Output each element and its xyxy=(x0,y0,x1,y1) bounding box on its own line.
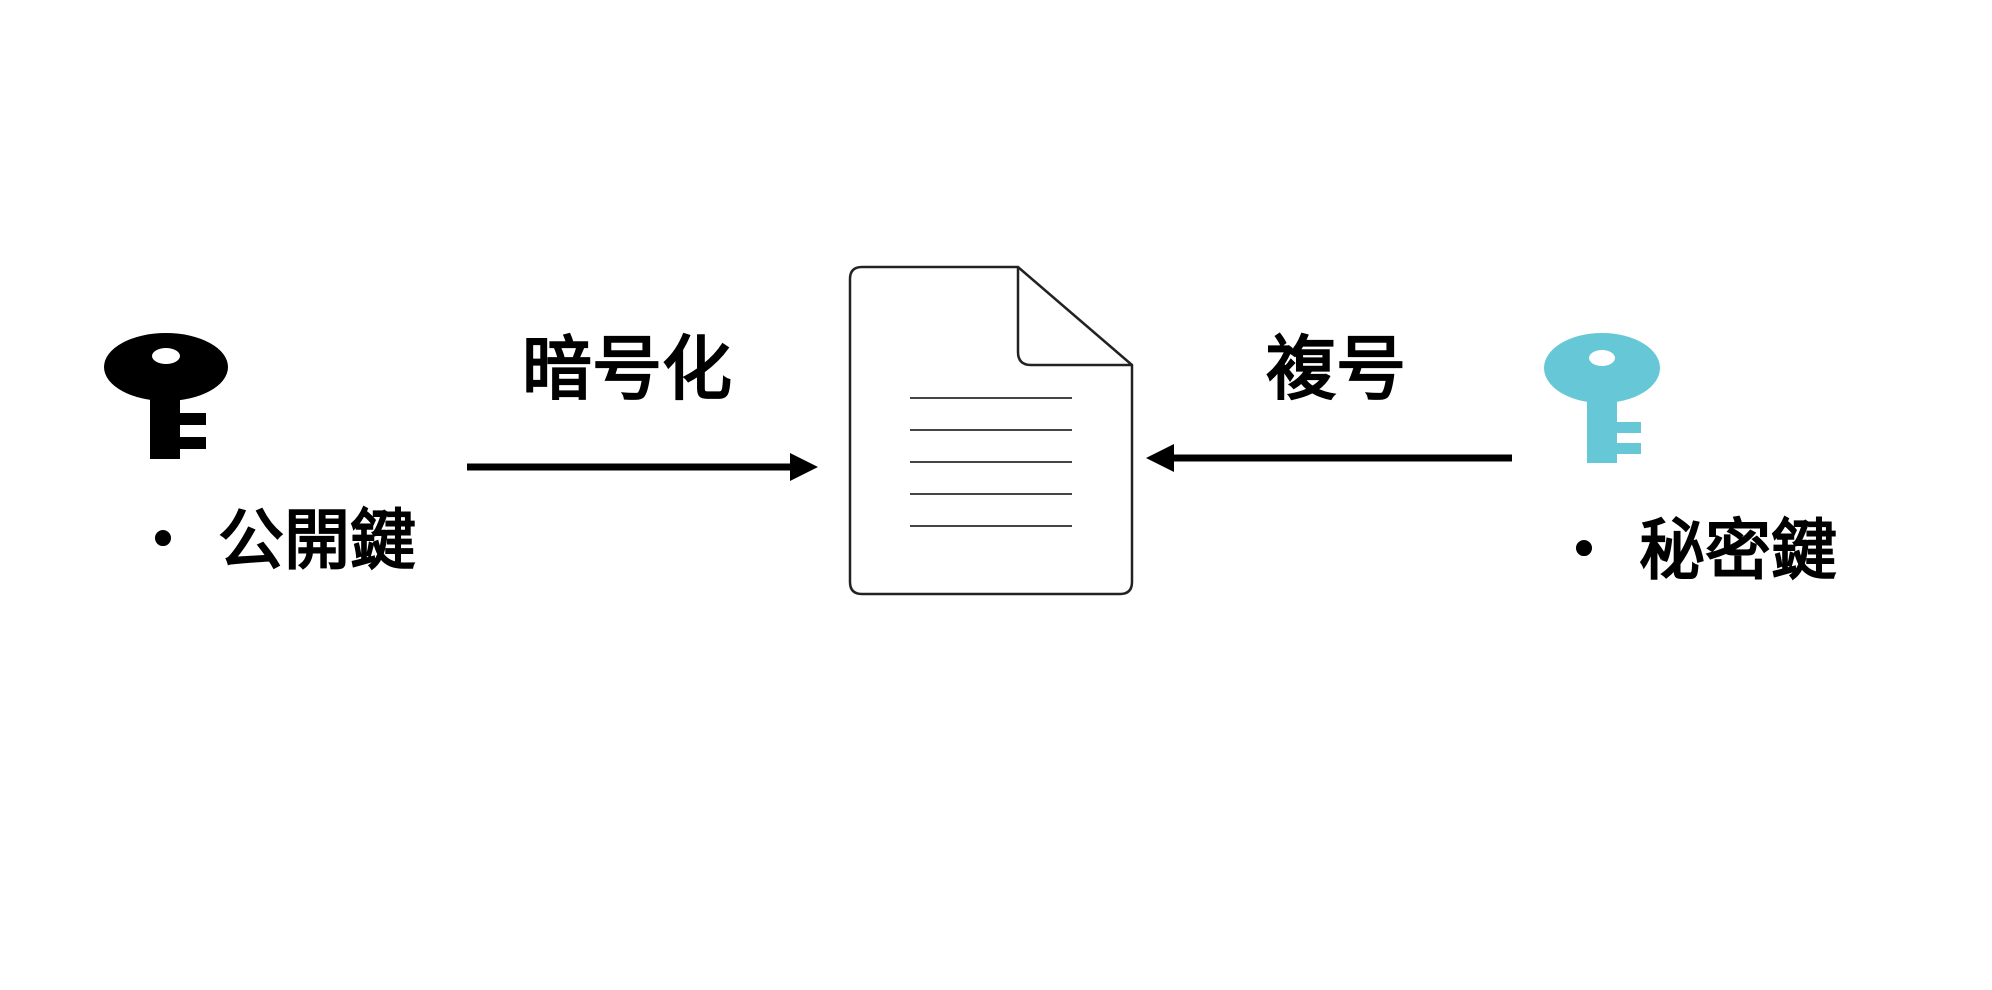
private-key-icon xyxy=(1544,333,1660,463)
public-key-label: 公開鍵 xyxy=(218,502,416,579)
public-key-caption: ・公開鍵 xyxy=(130,508,416,574)
document-icon xyxy=(848,265,1134,596)
bullet: ・ xyxy=(1551,512,1617,589)
public-key-icon xyxy=(104,333,228,459)
encrypt-arrow xyxy=(467,453,818,481)
bullet: ・ xyxy=(130,502,196,579)
private-key-label: 秘密鍵 xyxy=(1639,512,1837,589)
decrypt-arrow xyxy=(1146,444,1512,472)
decrypt-label: 複号 xyxy=(1266,328,1406,410)
private-key-caption: ・秘密鍵 xyxy=(1551,518,1837,584)
encrypt-label: 暗号化 xyxy=(522,328,732,410)
